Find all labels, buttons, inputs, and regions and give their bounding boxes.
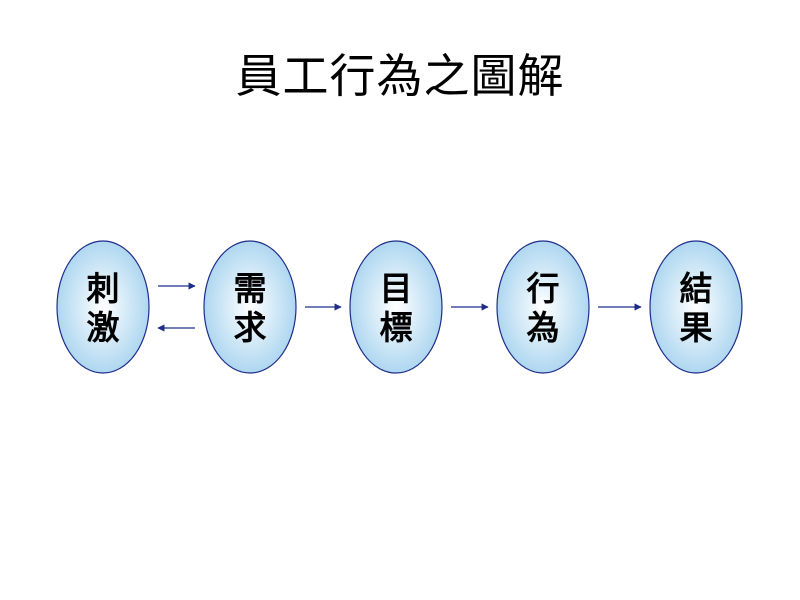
node-ellipse [649,240,743,374]
node-goal: 目 標 [349,240,443,374]
node-label: 求 [234,308,267,347]
node-label: 需 [234,269,267,308]
node-ellipse [56,240,150,374]
node-label: 刺 [87,269,120,308]
node-label: 為 [527,308,560,347]
node-result: 結 果 [649,240,743,374]
node-ellipse [203,240,297,374]
node-label: 標 [380,308,413,347]
node-label: 目 [380,269,413,308]
node-label: 結 [680,269,713,308]
node-ellipse [349,240,443,374]
edge-layer [157,282,642,332]
node-label: 行 [526,269,560,308]
node-label: 激 [87,308,120,347]
node-need: 需 求 [203,240,297,374]
node-ellipse [496,240,590,374]
node-behavior: 行 為 [496,240,590,374]
page-title: 員工行為之圖解 [235,49,565,103]
node-label: 果 [680,308,713,347]
node-stimulus: 刺 激 [56,240,150,374]
